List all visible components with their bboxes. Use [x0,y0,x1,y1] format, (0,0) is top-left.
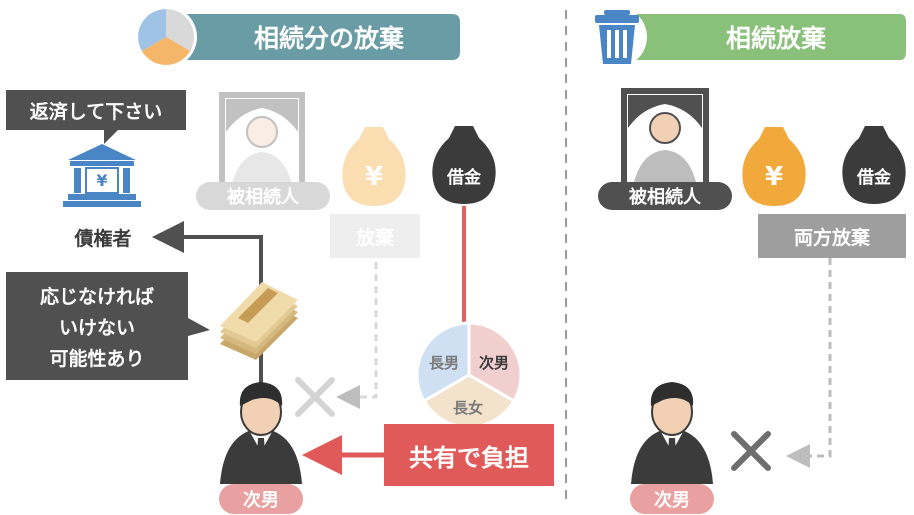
renounce-arrow-right [786,258,832,468]
speech-obligation-line-3: 可能性あり [49,347,145,370]
heir-label-right: 次男 [630,484,714,514]
right-title: 相続放棄 [725,24,826,53]
debt-label-left: 借金 [447,167,481,188]
decedent-label-faded: 被相続人 [196,182,330,210]
heir-label-left: 次男 [219,484,303,514]
shared-burden-label: 共有で負担 [384,424,554,486]
money-bag-icon [742,127,806,206]
renounce-label-left: 放棄 [330,214,420,258]
debt-bag-icon-right [842,126,906,204]
decedent-label: 被相続人 [598,182,732,210]
trash-can-icon [587,7,647,67]
decedent-portrait [621,88,709,188]
bank-yen-sign: ¥ [96,171,108,190]
pie-label-second-son: 次男 [478,353,509,372]
speech-obligation-line-1: 応じなければ [39,285,154,308]
speech-bubble-repay [6,90,186,144]
money-bag-yen-faded: ¥ [364,162,384,192]
speech-obligation-line-2: いけない [58,316,135,339]
left-title: 相続分の放棄 [253,24,404,53]
decedent-portrait-faded [219,92,305,190]
pie-label-eldest-son: 長男 [428,353,459,372]
money-bag-yen: ¥ [764,162,784,192]
speech-repay-text: 返済して下さい [29,100,163,123]
cross-mark-right [731,431,771,471]
left-title-bg [185,14,460,60]
debt-label-right: 借金 [857,167,891,188]
debt-bag-icon [432,126,496,204]
heir-person-left [220,382,302,484]
money-bag-faded [342,127,406,206]
bank-icon [63,144,141,207]
pie-label-eldest-daughter: 長女 [452,398,483,417]
renounce-arrow-left [336,262,378,409]
pie-chart-icon [135,6,197,68]
renounce-both-label: 両方放棄 [758,214,906,258]
share-pie-chart [415,321,523,429]
right-title-bg [635,14,906,60]
money-stack-icon [220,282,298,360]
cross-mark-left [295,377,335,417]
creditor-label: 債権者 [74,227,132,250]
speech-bubble-obligation [6,272,210,380]
heir-person-right [631,382,713,484]
